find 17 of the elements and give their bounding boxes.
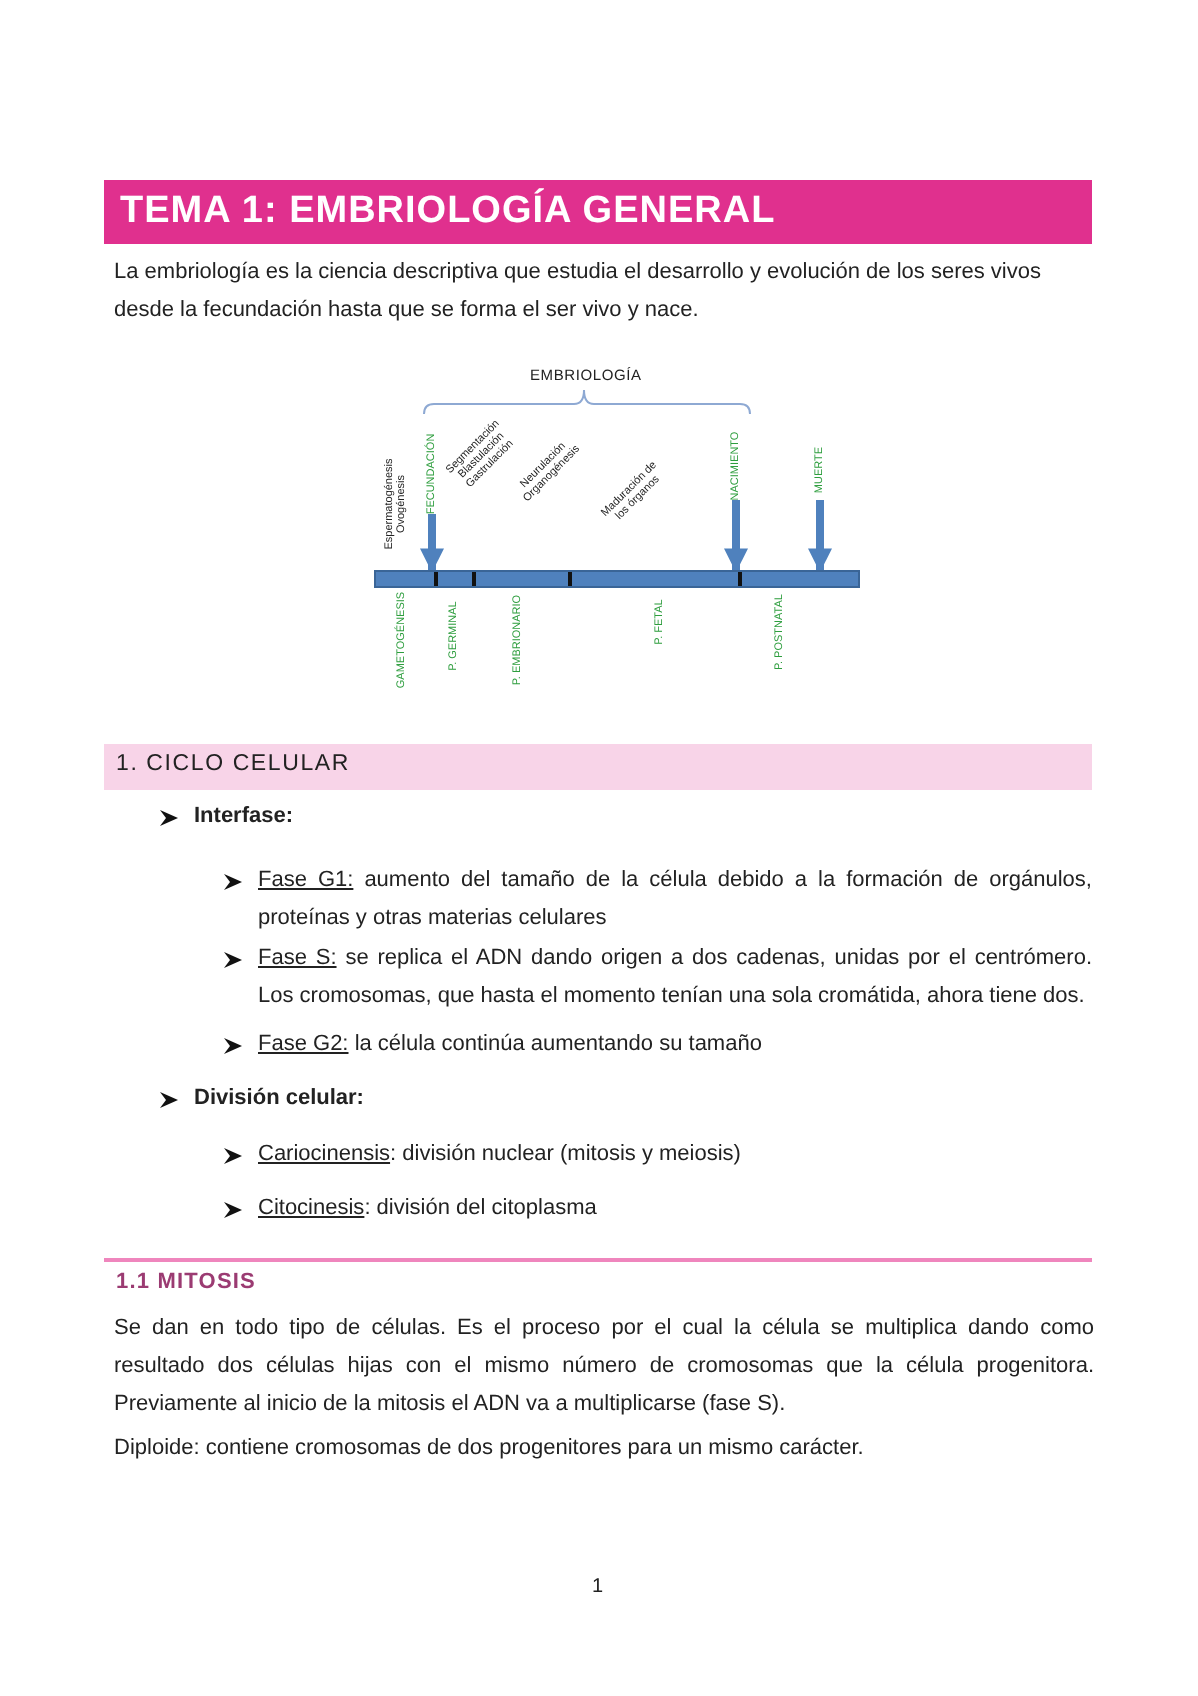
list-item: Cariocinensis: división nuclear (mitosis y meiosis)	[258, 1140, 741, 1170]
body-paragraph: Se dan en todo tipo de células. Es el proceso por el cual la célula se multiplica dando como resultado dos células hijas con el mismo número de cromosomas que la célula progenitora. Previamente al inicio de la mitosis el ADN va a multiplicarse (fase S).	[114, 1314, 1094, 1420]
page-number: 1	[592, 1576, 604, 1598]
section-header: 1. CICLO CELULAR	[104, 744, 1092, 790]
list-heading: Interfase:	[194, 802, 294, 832]
subsection-heading: 1.1 MITOSIS	[116, 1270, 256, 1294]
arrow	[724, 500, 748, 573]
timeline-bar	[374, 570, 860, 588]
list-heading: División celular:	[194, 1084, 364, 1114]
intro-paragraph: La embriología es la ciencia descriptiva que estudia el desarrollo y evolución de los seres vivos desde la fecundación hasta que se forma el ser vivo y nace.	[114, 258, 1043, 326]
list-item: Citocinesis: división del citoplasma	[258, 1194, 597, 1224]
body-paragraph: Diploide: contiene cromosomas de dos progenitores para un mismo carácter.	[114, 1434, 866, 1464]
page-title: TEMA 1: EMBRIOLOGÍA GENERAL	[104, 180, 1092, 244]
list-item: Fase S: se replica el ADN dando origen a dos cadenas, unidas por el centrómero. Los cromosomas, que hasta el momento tenían una sola cromátida, ahora tiene dos.	[258, 944, 1092, 1012]
arrow	[808, 500, 832, 573]
arrow	[420, 514, 444, 573]
list-item: Fase G2: la célula continúa aumentando su tamaño	[258, 1030, 762, 1060]
